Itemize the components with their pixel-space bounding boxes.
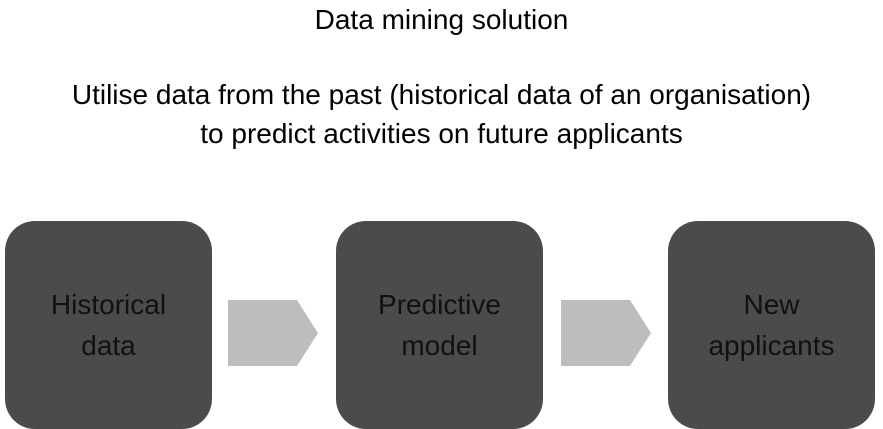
subtitle-line-2: to predict activities on future applican… bbox=[200, 118, 683, 149]
step-label-new-applicants: New applicants bbox=[668, 284, 875, 366]
step-box-new-applicants: New applicants bbox=[668, 221, 875, 429]
subtitle-line-1: Utilise data from the past (historical d… bbox=[71, 79, 812, 110]
arrow-icon bbox=[561, 300, 651, 366]
step-box-historical-data: Historical data bbox=[5, 221, 212, 429]
diagram-subtitle: Utilise data from the past (historical d… bbox=[0, 75, 883, 153]
step-label-line-1: Historical bbox=[50, 289, 167, 320]
step-label-predictive-model: Predictive model bbox=[336, 284, 543, 366]
step-label-line-2: model bbox=[401, 330, 478, 361]
diagram-title: Data mining solution bbox=[314, 4, 569, 35]
step-label-line-1: Predictive bbox=[378, 289, 501, 320]
step-label-line-2: data bbox=[81, 330, 136, 361]
step-label-line-1: New bbox=[743, 289, 800, 320]
arrow-icon bbox=[228, 300, 318, 366]
step-label-line-2: applicants bbox=[708, 330, 835, 361]
step-label-historical-data: Historical data bbox=[5, 284, 212, 366]
step-box-predictive-model: Predictive model bbox=[336, 221, 543, 429]
